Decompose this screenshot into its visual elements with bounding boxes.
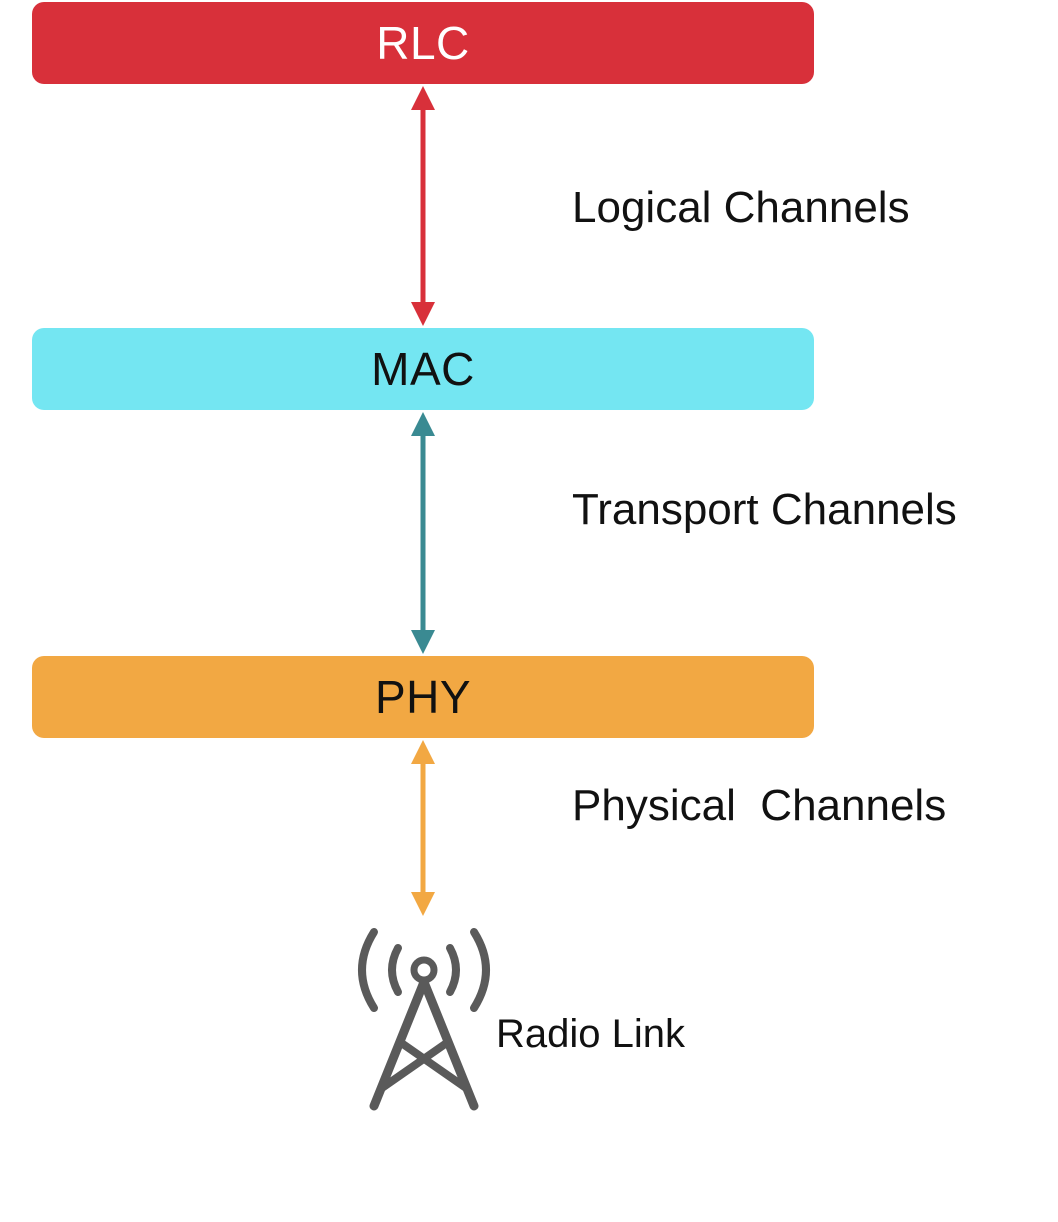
mac-layer-box: MAC — [32, 328, 814, 410]
phy-layer-box: PHY — [32, 656, 814, 738]
physical-channel-arrow — [411, 740, 435, 916]
phy-layer-label: PHY — [374, 671, 472, 723]
rlc-layer-box: RLC — [32, 2, 814, 84]
rlc-layer-label: RLC — [376, 17, 470, 69]
logical-channels-label: Logical Channels — [572, 183, 910, 232]
radio-tower-icon — [358, 928, 490, 1111]
mac-layer-label: MAC — [371, 343, 475, 395]
physical-channels-label: Physical Channels — [572, 781, 947, 830]
radio-link-label: Radio Link — [496, 1012, 686, 1056]
logical-channel-arrow — [411, 86, 435, 326]
transport-channel-arrow — [411, 412, 435, 654]
transport-channels-label: Transport Channels — [572, 485, 957, 534]
